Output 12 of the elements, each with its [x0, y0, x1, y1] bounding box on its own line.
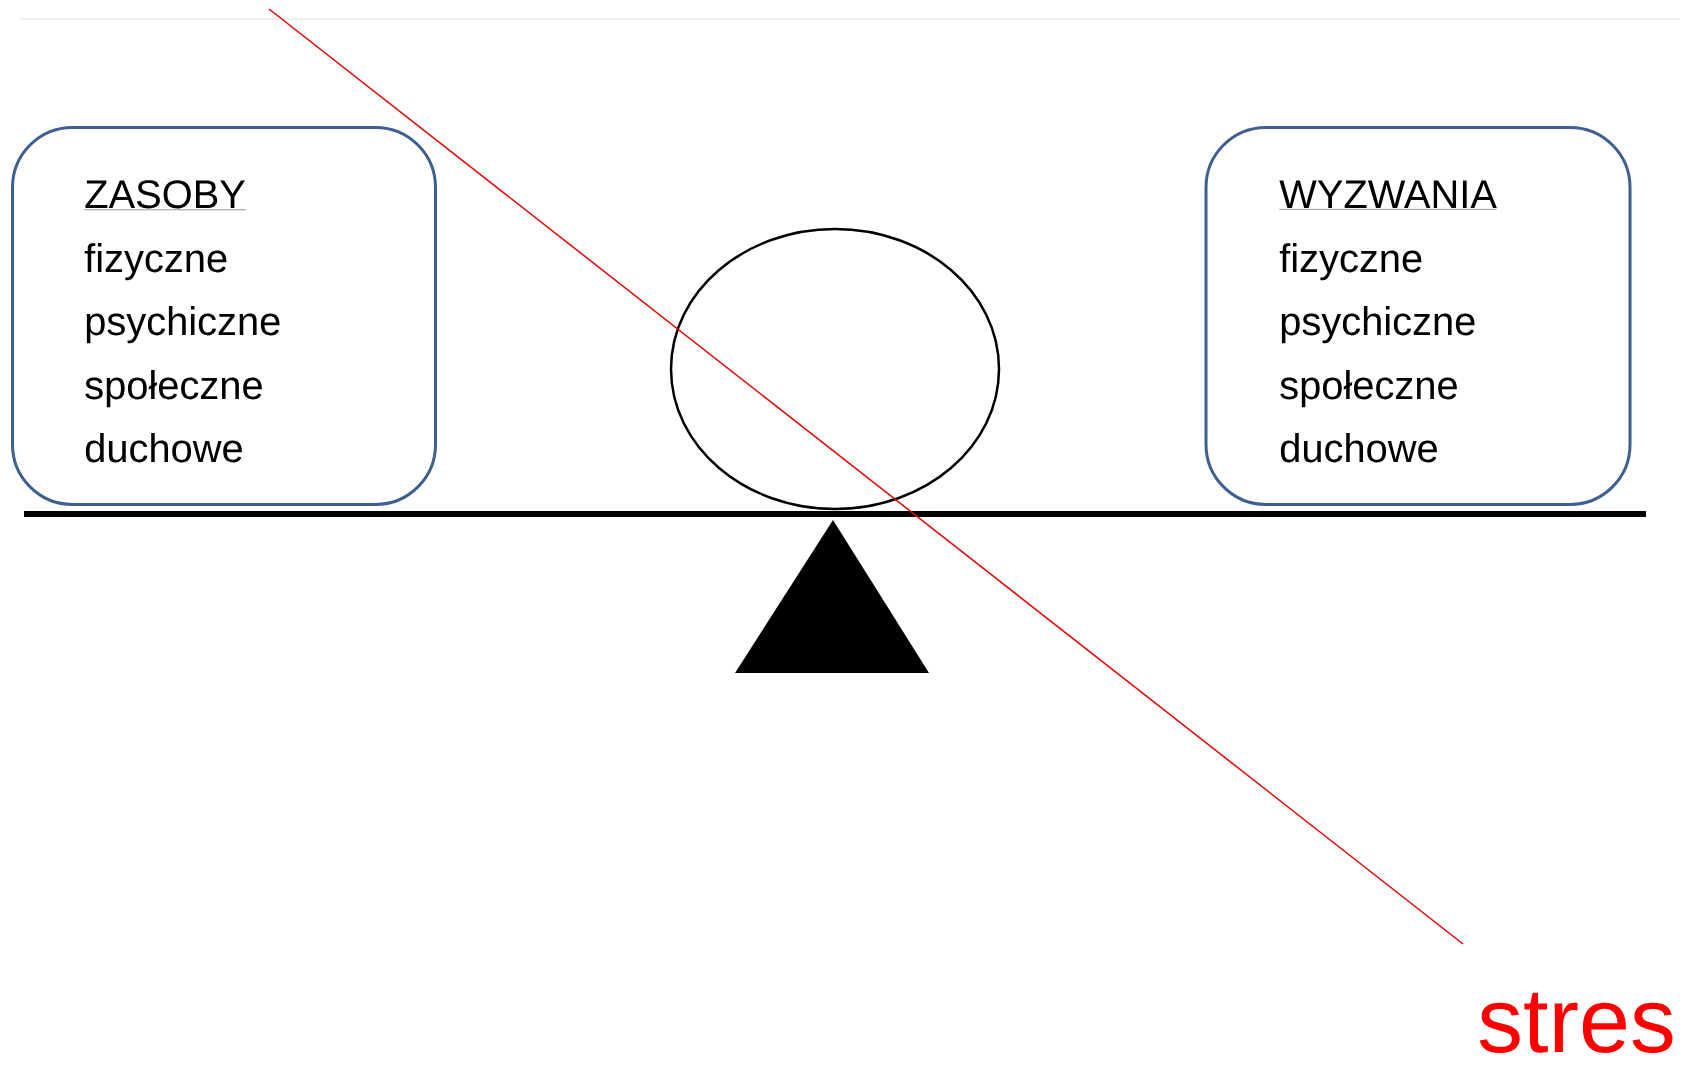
list-item: psychiczne — [1281, 306, 1475, 344]
list-item: duchowe — [85, 433, 242, 463]
list-item: społeczne — [85, 370, 262, 408]
list-item: fizyczne — [84, 243, 227, 281]
heading: WYZWANIA — [1279, 180, 1498, 210]
list-item: duchowe — [1280, 433, 1437, 463]
list-item: fizyczne — [1279, 243, 1422, 281]
annotation-text: stres — [1479, 992, 1673, 1053]
list-item: społeczne — [1280, 370, 1457, 408]
heading: ZASOBY — [84, 180, 247, 210]
list-item: psychiczne — [86, 306, 280, 344]
ellipse — [669, 227, 1001, 511]
